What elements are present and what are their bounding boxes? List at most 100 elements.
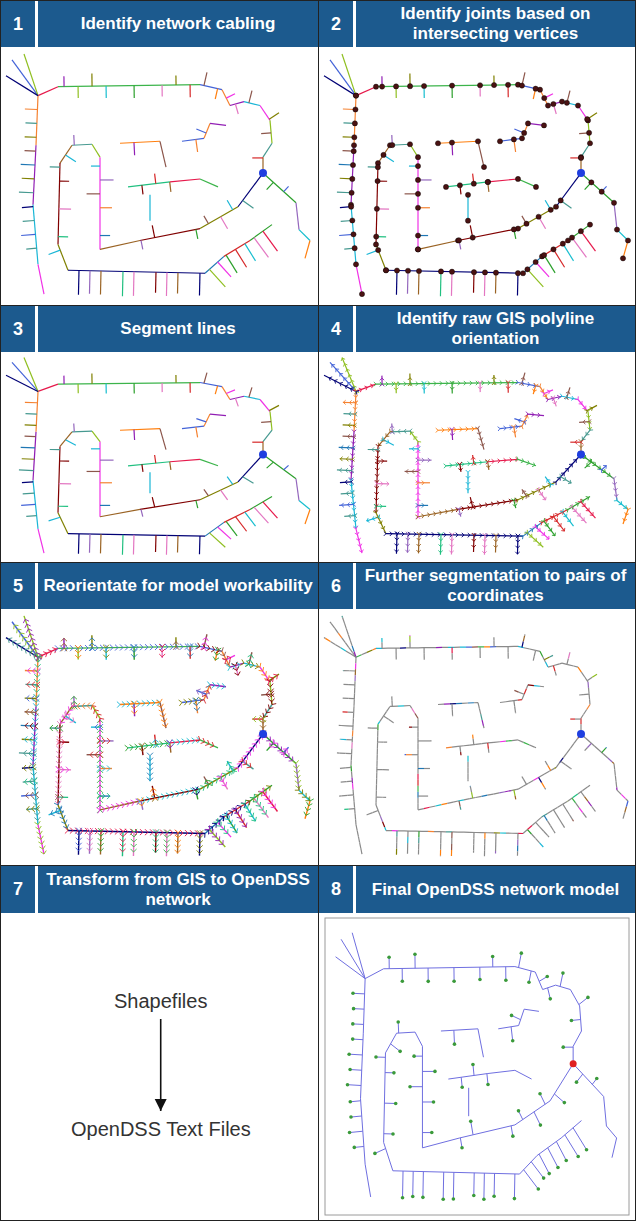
segment-line [500, 701, 506, 703]
cable-line [511, 1027, 513, 1041]
segment-line [339, 795, 341, 796]
network-drawing [6, 54, 310, 296]
joint-dot [421, 83, 426, 88]
orientation-marks [390, 426, 395, 434]
segment-line [622, 818, 623, 820]
cable-line [385, 1033, 396, 1053]
segment-line [580, 724, 581, 730]
orientation-marks [408, 378, 413, 386]
joint-dot [393, 84, 398, 89]
orientation-marks [374, 444, 380, 512]
joint-dot [481, 164, 486, 169]
segment-line [545, 662, 548, 667]
segment-line [348, 711, 354, 712]
segment-line [398, 830, 404, 831]
cable-line [100, 240, 140, 249]
orientation-marks [120, 829, 127, 852]
segment-line [528, 780, 533, 783]
segment-line [581, 792, 585, 797]
load-dot [471, 1063, 475, 1067]
source-dot [577, 169, 585, 177]
segment-line [495, 845, 496, 851]
segment-line [512, 739, 518, 741]
segment-line [528, 684, 534, 686]
cable-line [155, 272, 157, 293]
cable-line [25, 122, 36, 124]
joint-dot [614, 227, 619, 232]
orientation-marks [205, 780, 213, 788]
network-drawing [324, 54, 631, 297]
cable-line [473, 535, 475, 552]
segment-line [488, 832, 494, 833]
orientation-marks [346, 491, 354, 496]
segment-line [346, 651, 351, 654]
segment-line [534, 777, 539, 780]
step-panel: 6Further segmentation to pairs of coordi… [318, 562, 636, 866]
cable-line [22, 458, 35, 460]
segment-line [482, 742, 488, 744]
segment-line [446, 747, 452, 749]
segment-line [517, 845, 518, 851]
segment-line [384, 742, 388, 743]
cable-line [384, 1053, 386, 1143]
cable-line [221, 217, 228, 229]
segment-line [592, 806, 596, 811]
segment-line [615, 776, 617, 782]
node-label: OpenDSS Text Files [71, 1117, 251, 1141]
segment-line [487, 743, 489, 749]
joint-dot [493, 270, 498, 275]
cable-line [263, 173, 296, 203]
cable-line [68, 534, 205, 536]
segment-line [467, 774, 468, 780]
segment-line [341, 648, 346, 651]
cable-line [66, 155, 76, 162]
cable-line [141, 509, 143, 516]
segment-line [444, 703, 450, 704]
segment-line [372, 648, 376, 650]
cable-line [448, 1074, 487, 1079]
orientation-marks [515, 534, 520, 554]
load-dot [433, 1070, 437, 1074]
cable-line [356, 264, 362, 294]
joint-dot [350, 218, 355, 223]
segment-line [353, 705, 354, 706]
segment-line [376, 772, 377, 778]
cable-line [21, 795, 35, 796]
cable-line [402, 1171, 403, 1198]
joint-dot [443, 184, 448, 189]
load-dot [413, 952, 417, 956]
cable-line [155, 455, 156, 463]
segment-line [479, 708, 480, 714]
title-cell: Identify joints based on intersecting ve… [356, 1, 635, 47]
orientation-marks [450, 381, 455, 389]
joint-dot [374, 206, 379, 211]
load-dot [595, 1077, 599, 1081]
cable-line [296, 479, 299, 501]
joint-dot [625, 238, 630, 243]
cable-line [585, 462, 592, 468]
orientation-marks [139, 743, 146, 751]
joint-dot [522, 130, 527, 135]
orientation-marks [207, 682, 225, 690]
orientation-marks [175, 830, 181, 853]
segment-line [350, 760, 351, 765]
segment-line [470, 786, 471, 792]
cable-line [25, 150, 36, 152]
segment-line [389, 719, 394, 722]
segment-line [484, 851, 485, 856]
segment-line [418, 647, 424, 648]
cable-line [204, 414, 210, 426]
orientation-marks [201, 817, 224, 838]
segment-line [451, 838, 452, 844]
segment-line [376, 790, 377, 796]
load-dot [542, 1176, 546, 1180]
cable-line [397, 1032, 415, 1033]
segment-line [452, 831, 458, 832]
segment-line [519, 692, 525, 694]
segment-line [417, 720, 418, 726]
cable-line [166, 535, 168, 554]
segment-line [587, 704, 590, 709]
step-title: Further segmentation to pairs of coordin… [361, 566, 630, 605]
source-dot [577, 450, 585, 458]
